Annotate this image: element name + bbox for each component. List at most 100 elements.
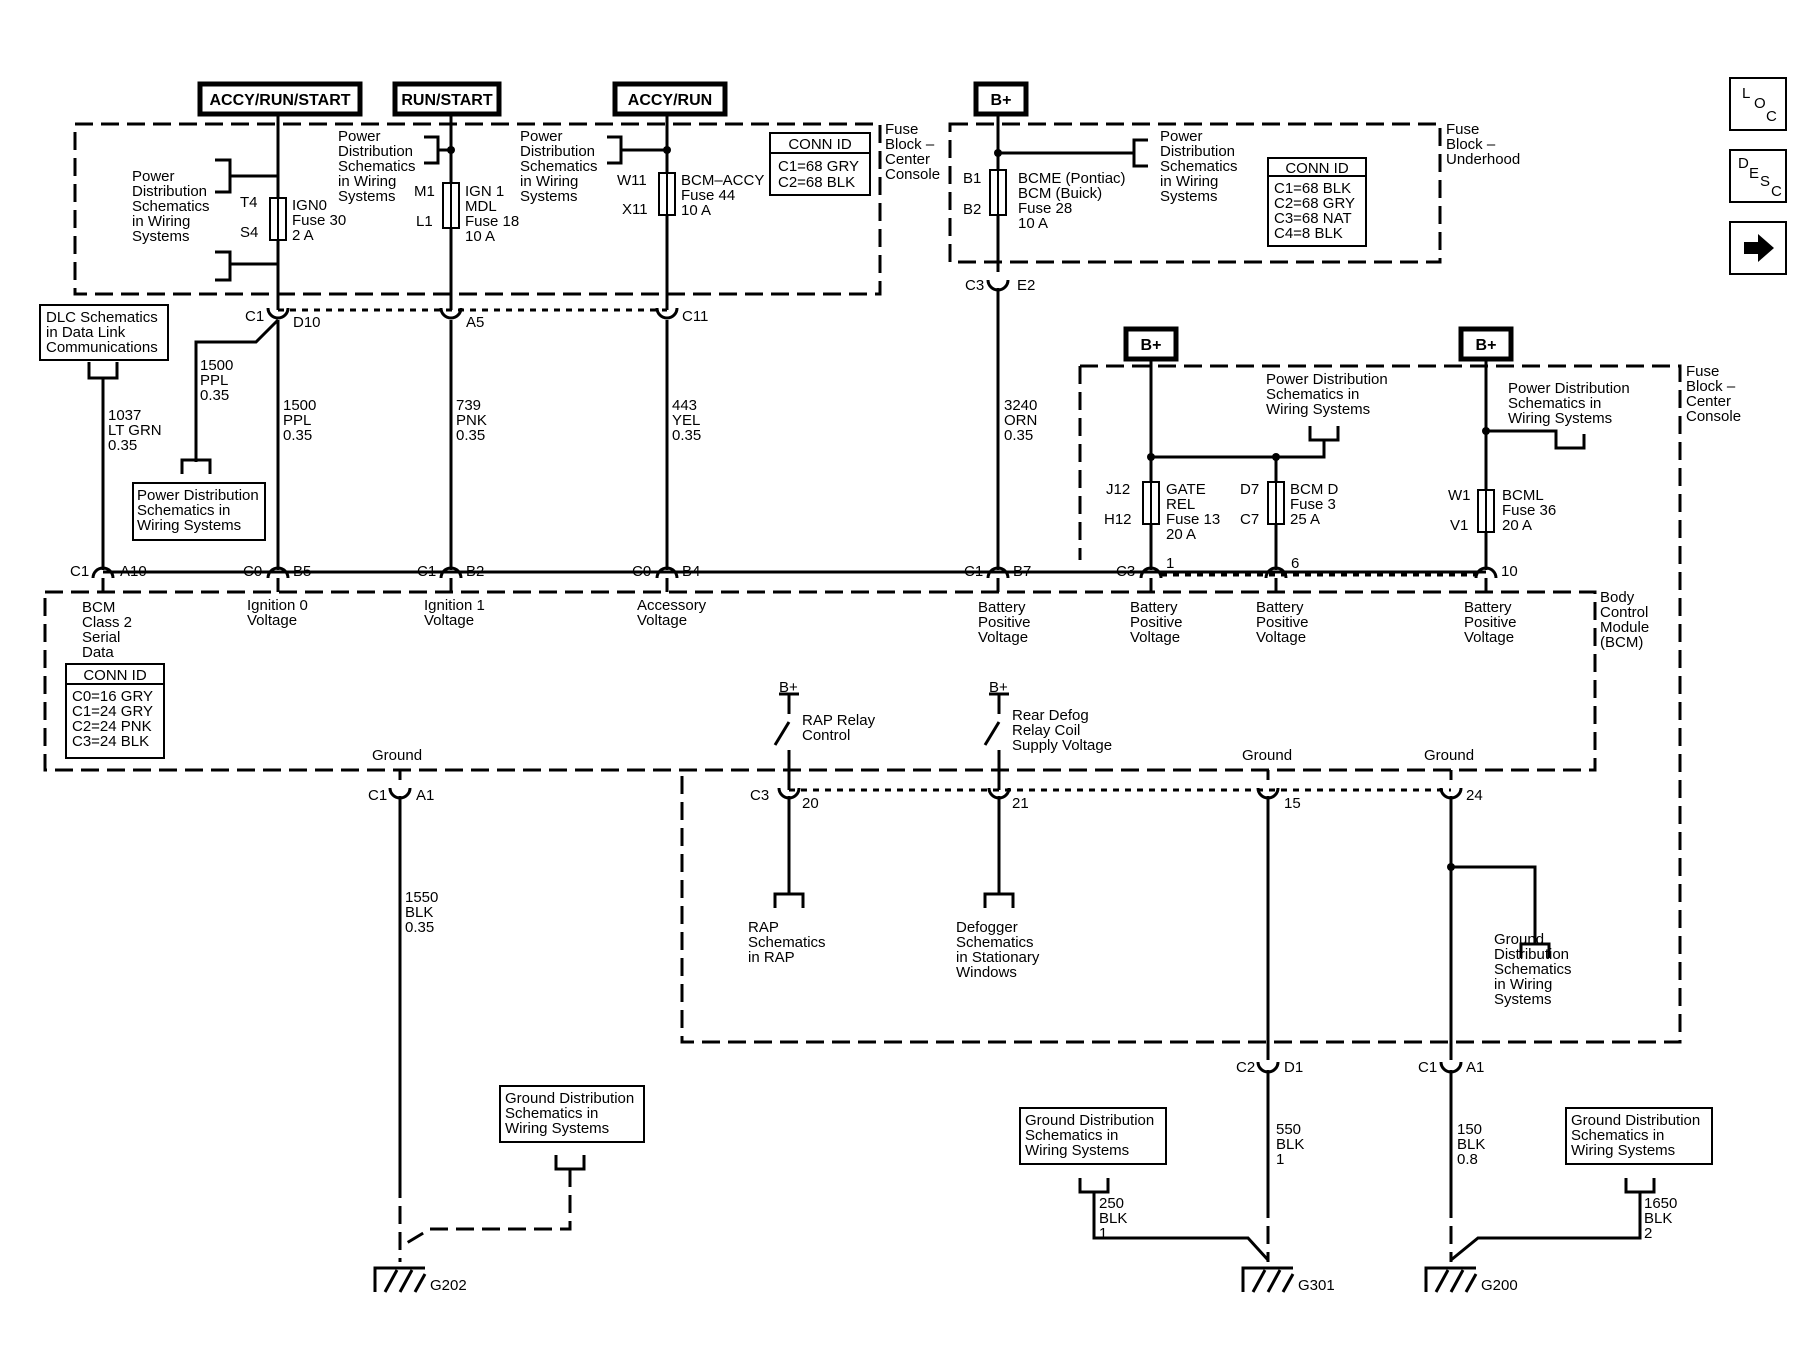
svg-text:Power: Power [520, 128, 563, 145]
svg-text:BCME (Pontiac): BCME (Pontiac) [1018, 170, 1126, 187]
svg-text:C2=68 BLK: C2=68 BLK [778, 174, 855, 191]
svg-text:C1=68 GRY: C1=68 GRY [778, 158, 859, 175]
svg-text:PPL: PPL [283, 412, 311, 429]
svg-text:Fuse 30: Fuse 30 [292, 212, 346, 229]
desc-button[interactable]: D E S C [1729, 149, 1787, 203]
bcm-input-6: 6 Battery Positive Voltage [1256, 555, 1309, 646]
bcm-input-b5: C0 B5 Ignition 0 Voltage [243, 563, 311, 629]
svg-text:0.35: 0.35 [672, 427, 701, 444]
pd-ref-c2-1: Power Distribution Schematics in Wiring … [1266, 371, 1388, 442]
svg-text:25 A: 25 A [1290, 511, 1320, 528]
svg-text:Distribution: Distribution [1160, 143, 1235, 160]
defog-ref: Defogger Schematics in Stationary Window… [956, 892, 1040, 981]
source-bplus-2: B+ [1123, 326, 1179, 362]
rap-ref: RAP Schematics in RAP [748, 892, 826, 966]
svg-text:BCM D: BCM D [1290, 481, 1339, 498]
svg-text:BCML: BCML [1502, 487, 1544, 504]
conn-15-pin: 15 [1284, 795, 1301, 812]
dlc-ref: DLC Schematics in Data Link Communicatio… [39, 304, 169, 570]
fuse-block-underhood [948, 122, 1442, 264]
svg-text:Center: Center [885, 151, 930, 168]
center-conn-id: CONN ID C1=68 GRY C2=68 BLK [769, 132, 871, 196]
svg-text:1500: 1500 [283, 397, 316, 414]
svg-text:Power Distribution: Power Distribution [137, 487, 259, 504]
pd-ref-lower: Power Distribution Schematics in Wiring … [132, 482, 266, 541]
svg-text:Serial: Serial [82, 629, 120, 646]
next-button[interactable] [1729, 221, 1787, 275]
svg-text:Schematics in: Schematics in [1508, 395, 1601, 412]
svg-text:C1: C1 [964, 563, 983, 580]
conn-c3-20-pin: 20 [802, 795, 819, 812]
svg-text:YEL: YEL [672, 412, 700, 429]
conn-24-pin: 24 [1466, 787, 1483, 804]
svg-text:G200: G200 [1481, 1277, 1518, 1294]
arrow-right-icon [1744, 234, 1774, 262]
svg-text:Wiring Systems: Wiring Systems [137, 517, 241, 534]
pd-ref-left: Power Distribution Schematics in Wiring … [132, 158, 232, 282]
svg-text:C: C [1766, 108, 1777, 125]
svg-text:Power: Power [1160, 128, 1203, 145]
svg-text:Schematics: Schematics [338, 158, 416, 175]
svg-text:Schematics: Schematics [956, 934, 1034, 951]
ground-g202: G202 [373, 1266, 467, 1294]
svg-text:2 A: 2 A [292, 227, 314, 244]
rear-defog-switch: B+ Rear Defog Relay Coil Supply Voltage [983, 679, 1112, 790]
ground-dist-right-ref: Ground Distribution Schematics in Wiring… [1494, 931, 1572, 1008]
svg-text:W1: W1 [1448, 487, 1471, 504]
svg-text:B2: B2 [963, 201, 981, 218]
svg-text:250: 250 [1099, 1195, 1124, 1212]
svg-text:C0: C0 [632, 563, 651, 580]
ground-g200: G200 [1424, 1266, 1518, 1294]
svg-text:Schematics in: Schematics in [1571, 1127, 1664, 1144]
svg-text:ACCY/RUN: ACCY/RUN [628, 92, 712, 109]
svg-text:GATE: GATE [1166, 481, 1206, 498]
svg-text:Battery: Battery [1464, 599, 1512, 616]
svg-text:CONN ID: CONN ID [788, 136, 852, 153]
fuse-bcme: B1 B2 BCME (Pontiac) BCM (Buick) Fuse 28… [963, 169, 1126, 232]
wire-1500a: 1500 PPL 0.35 [200, 357, 233, 404]
svg-text:in Wiring: in Wiring [132, 213, 190, 230]
svg-text:C1=68 BLK: C1=68 BLK [1274, 180, 1351, 197]
conn-c2-d1-c: C2 [1236, 1059, 1255, 1076]
svg-text:RAP: RAP [748, 919, 779, 936]
fuse-ign1: M1 L1 IGN 1 MDL Fuse 18 10 A [414, 182, 519, 245]
fuse-block-center-console [73, 122, 882, 296]
svg-text:Ground: Ground [1494, 931, 1544, 948]
svg-text:A10: A10 [120, 563, 147, 580]
bcm-input-10: 10 Battery Positive Voltage [1464, 563, 1518, 646]
svg-text:DLC Schematics: DLC Schematics [46, 309, 158, 326]
svg-text:Body: Body [1600, 589, 1635, 606]
bcm-module [43, 590, 1597, 772]
svg-text:Underhood: Underhood [1446, 151, 1520, 168]
svg-text:RUN/START: RUN/START [401, 92, 492, 109]
bcm-conn-id: CONN ID C0=16 GRY C1=24 GRY C2=24 PNK C3… [65, 663, 165, 759]
svg-text:1: 1 [1276, 1151, 1284, 1168]
svg-text:Class 2: Class 2 [82, 614, 132, 631]
svg-text:150: 150 [1457, 1121, 1482, 1138]
wire-739: 739 PNK 0.35 [456, 397, 487, 444]
svg-text:Positive: Positive [978, 614, 1031, 631]
svg-text:PPL: PPL [200, 372, 228, 389]
svg-text:X11: X11 [622, 201, 648, 218]
conn-a5-label: A5 [466, 314, 484, 331]
conn-c2-d1-pin: D1 [1284, 1059, 1303, 1076]
svg-text:2: 2 [1644, 1225, 1652, 1242]
svg-text:6: 6 [1291, 555, 1299, 572]
fuse-gate-rel: J12 H12 GATE REL Fuse 13 20 A [1104, 481, 1220, 543]
svg-text:C2=68 GRY: C2=68 GRY [1274, 195, 1355, 212]
fuse-bcm-accy: W11 X11 BCM–ACCY Fuse 44 10 A [617, 172, 764, 219]
svg-text:Distribution: Distribution [338, 143, 413, 160]
svg-text:Schematics in: Schematics in [1025, 1127, 1118, 1144]
svg-text:Systems: Systems [1494, 991, 1552, 1008]
conn-c1-a1-c: C1 [368, 787, 387, 804]
svg-text:Voltage: Voltage [424, 612, 474, 629]
fuse-block-center-console-2 [680, 364, 1682, 1044]
svg-text:Schematics in: Schematics in [137, 502, 230, 519]
svg-text:550: 550 [1276, 1121, 1301, 1138]
svg-text:B+: B+ [1141, 337, 1162, 354]
svg-text:Accessory: Accessory [637, 597, 707, 614]
loc-button[interactable]: L O C [1729, 77, 1787, 131]
svg-text:Defogger: Defogger [956, 919, 1018, 936]
ground-g301: G301 [1241, 1266, 1335, 1294]
svg-text:C0: C0 [243, 563, 262, 580]
